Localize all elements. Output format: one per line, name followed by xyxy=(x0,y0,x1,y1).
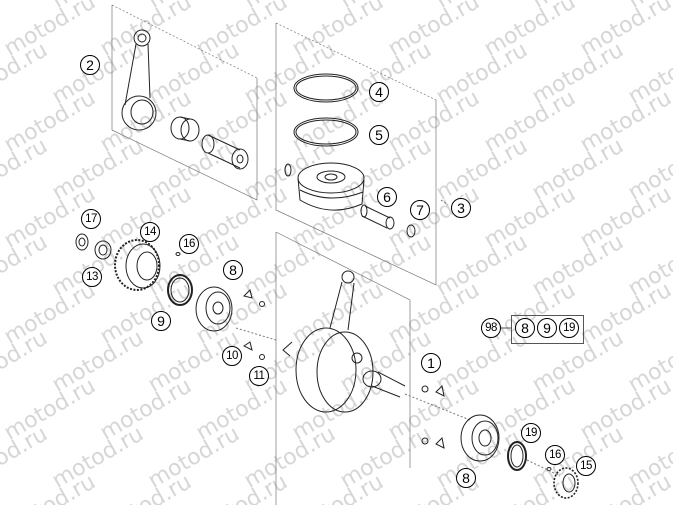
callout-1[interactable]: 1 xyxy=(421,353,441,373)
callout-5[interactable]: 5 xyxy=(369,125,389,145)
key-16-drawing xyxy=(175,252,181,256)
callout-19[interactable]: 19 xyxy=(521,423,541,443)
piston-ring-5-drawing xyxy=(293,117,359,147)
callout-16b[interactable]: 16 xyxy=(545,445,565,465)
callout-4[interactable]: 4 xyxy=(369,82,389,102)
washer-13-drawing xyxy=(94,240,112,260)
circlip-drawing xyxy=(406,224,416,238)
key-16b-drawing xyxy=(546,467,552,471)
callout-3[interactable]: 3 xyxy=(451,198,471,218)
crankshaft-drawing xyxy=(282,270,406,413)
kit-box xyxy=(511,315,584,344)
callout-15[interactable]: 15 xyxy=(576,456,596,476)
callout-6[interactable]: 6 xyxy=(377,187,397,207)
callout-16a[interactable]: 16 xyxy=(179,234,199,254)
callout-13[interactable]: 13 xyxy=(82,267,102,287)
seal-17-drawing xyxy=(75,233,89,251)
piston-drawing xyxy=(284,162,365,211)
callout-2[interactable]: 2 xyxy=(80,55,100,75)
callout-9[interactable]: 9 xyxy=(151,311,171,331)
connecting-rod-drawing xyxy=(121,29,157,131)
kit-item-9[interactable]: 9 xyxy=(537,318,557,338)
callout-14[interactable]: 14 xyxy=(140,222,160,242)
piston-panel-outline xyxy=(275,22,437,286)
callout-17[interactable]: 17 xyxy=(81,209,101,229)
bearing-8-right-drawing xyxy=(460,414,500,462)
callout-7[interactable]: 7 xyxy=(410,200,430,220)
seal-19-drawing xyxy=(507,441,527,471)
callout-10[interactable]: 10 xyxy=(222,346,242,366)
kit-callout-98[interactable]: 98 xyxy=(481,318,501,338)
wrist-pin-drawing xyxy=(201,134,249,170)
piston-ring-4-drawing xyxy=(293,73,359,103)
seal-9-drawing xyxy=(167,274,193,306)
gear-14-drawing xyxy=(114,239,161,291)
piston-pin-drawing xyxy=(360,204,395,230)
bearing-8-left-drawing xyxy=(195,286,233,332)
gear-15-drawing xyxy=(553,467,579,499)
callout-8b[interactable]: 8 xyxy=(456,468,476,488)
callout-8a[interactable]: 8 xyxy=(223,260,243,280)
kit-item-8[interactable]: 8 xyxy=(515,318,535,338)
callout-11[interactable]: 11 xyxy=(249,366,269,386)
bearing-drawing xyxy=(170,116,200,142)
crank-panel-outline xyxy=(275,231,411,505)
dowel-drawing xyxy=(243,289,253,299)
conrod-panel-outline xyxy=(111,4,258,201)
kit-item-19[interactable]: 19 xyxy=(559,318,579,338)
